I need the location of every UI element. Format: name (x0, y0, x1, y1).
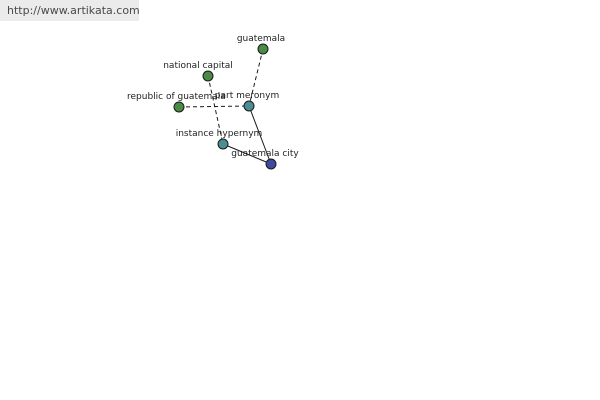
node-guatemala-city[interactable] (265, 158, 277, 170)
watermark-url[interactable]: http://www.artikata.com (7, 4, 140, 17)
node-label-guatemala: guatemala (237, 34, 285, 44)
edge-instance-hypernym-to-guatemala-city (222, 143, 272, 165)
node-national-capital[interactable] (202, 70, 214, 82)
graph-labels: guatemala national capital republic of gua… (127, 34, 299, 159)
node-instance-hypernym[interactable] (217, 138, 229, 150)
graph-nodes (173, 43, 277, 170)
edge-republic-of-guatemala-to-part-meronym (178, 105, 250, 108)
node-label-part-meronym: part meronym (215, 91, 279, 101)
node-guatemala[interactable] (257, 43, 269, 55)
node-label-instance-hypernym: instance hypernym (176, 129, 263, 139)
node-part-meronym[interactable] (243, 100, 255, 112)
edge-guatemala-to-part-meronym (248, 48, 264, 107)
watermark-banner: http://www.artikata.com (0, 0, 140, 21)
edge-part-meronym-to-guatemala-city (248, 105, 272, 165)
node-label-guatemala-city: guatemala city (231, 149, 299, 159)
node-label-national-capital: national capital (163, 61, 233, 71)
edge-national-capital-to-instance-hypernym (207, 75, 224, 145)
graph-edges (178, 48, 272, 165)
node-label-republic-of-guatemala: republic of guatemala (127, 92, 226, 102)
node-republic-of-guatemala[interactable] (173, 101, 185, 113)
